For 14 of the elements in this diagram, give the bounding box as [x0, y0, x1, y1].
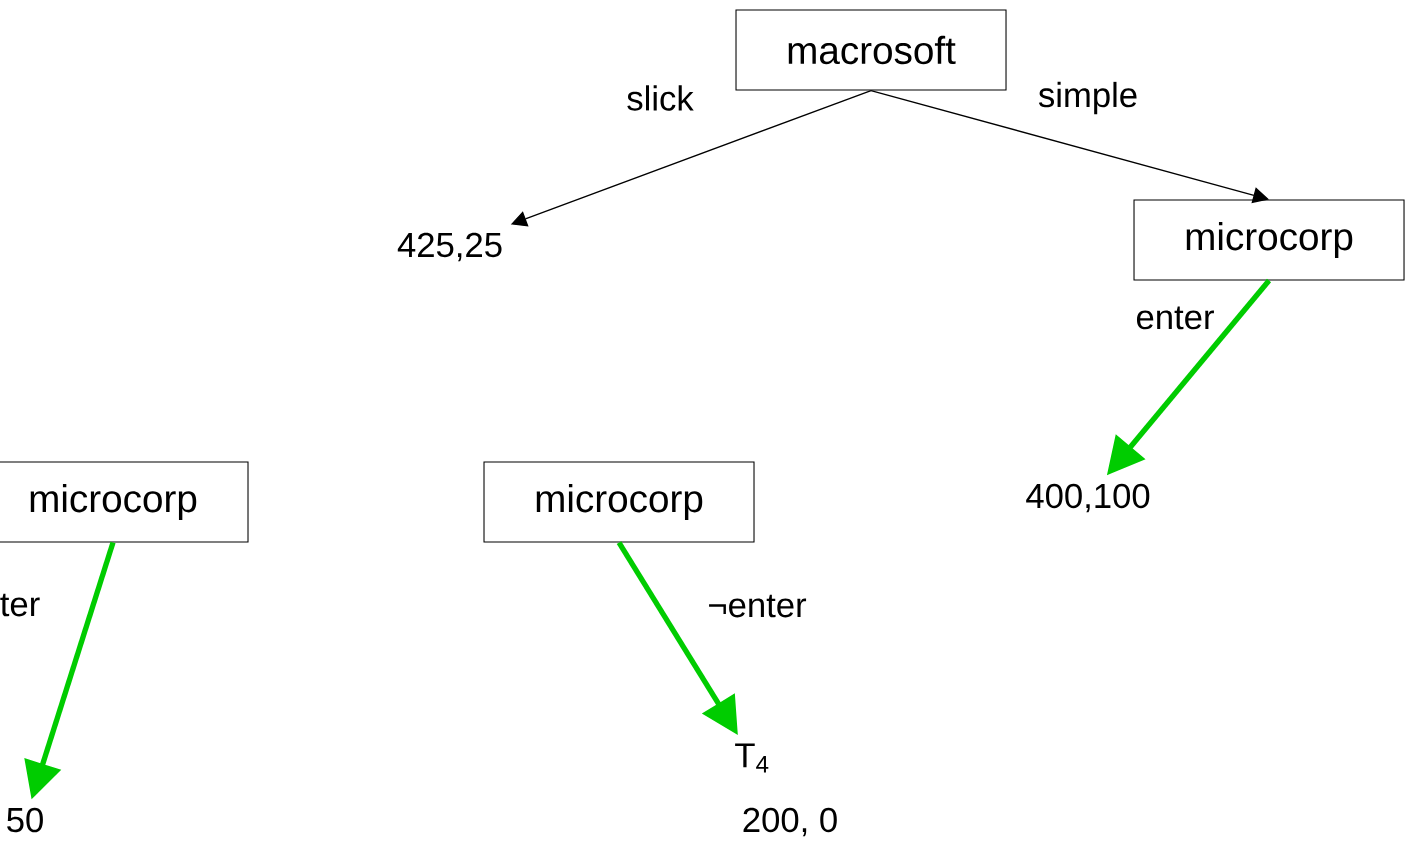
payoff-label: T$_{4}$: [735, 743, 769, 773]
player-box: microcorp: [0, 461, 249, 543]
payoff-label: 400,100: [1026, 483, 1150, 513]
player-box: microcorp: [1133, 199, 1405, 281]
player-box: macrosoft: [735, 9, 1007, 91]
payoff-label: 425,25: [397, 232, 502, 262]
edge-label: simple: [1036, 80, 1140, 116]
edge-label: ter: [0, 592, 42, 618]
edge-label: enter: [1134, 305, 1216, 331]
payoff-label: 50: [7, 807, 43, 833]
edge-label: slick: [624, 83, 696, 113]
player-box: microcorp: [483, 461, 755, 543]
edge-label: ¬enter: [706, 593, 808, 619]
payoff-label: 200, 0: [743, 807, 837, 837]
